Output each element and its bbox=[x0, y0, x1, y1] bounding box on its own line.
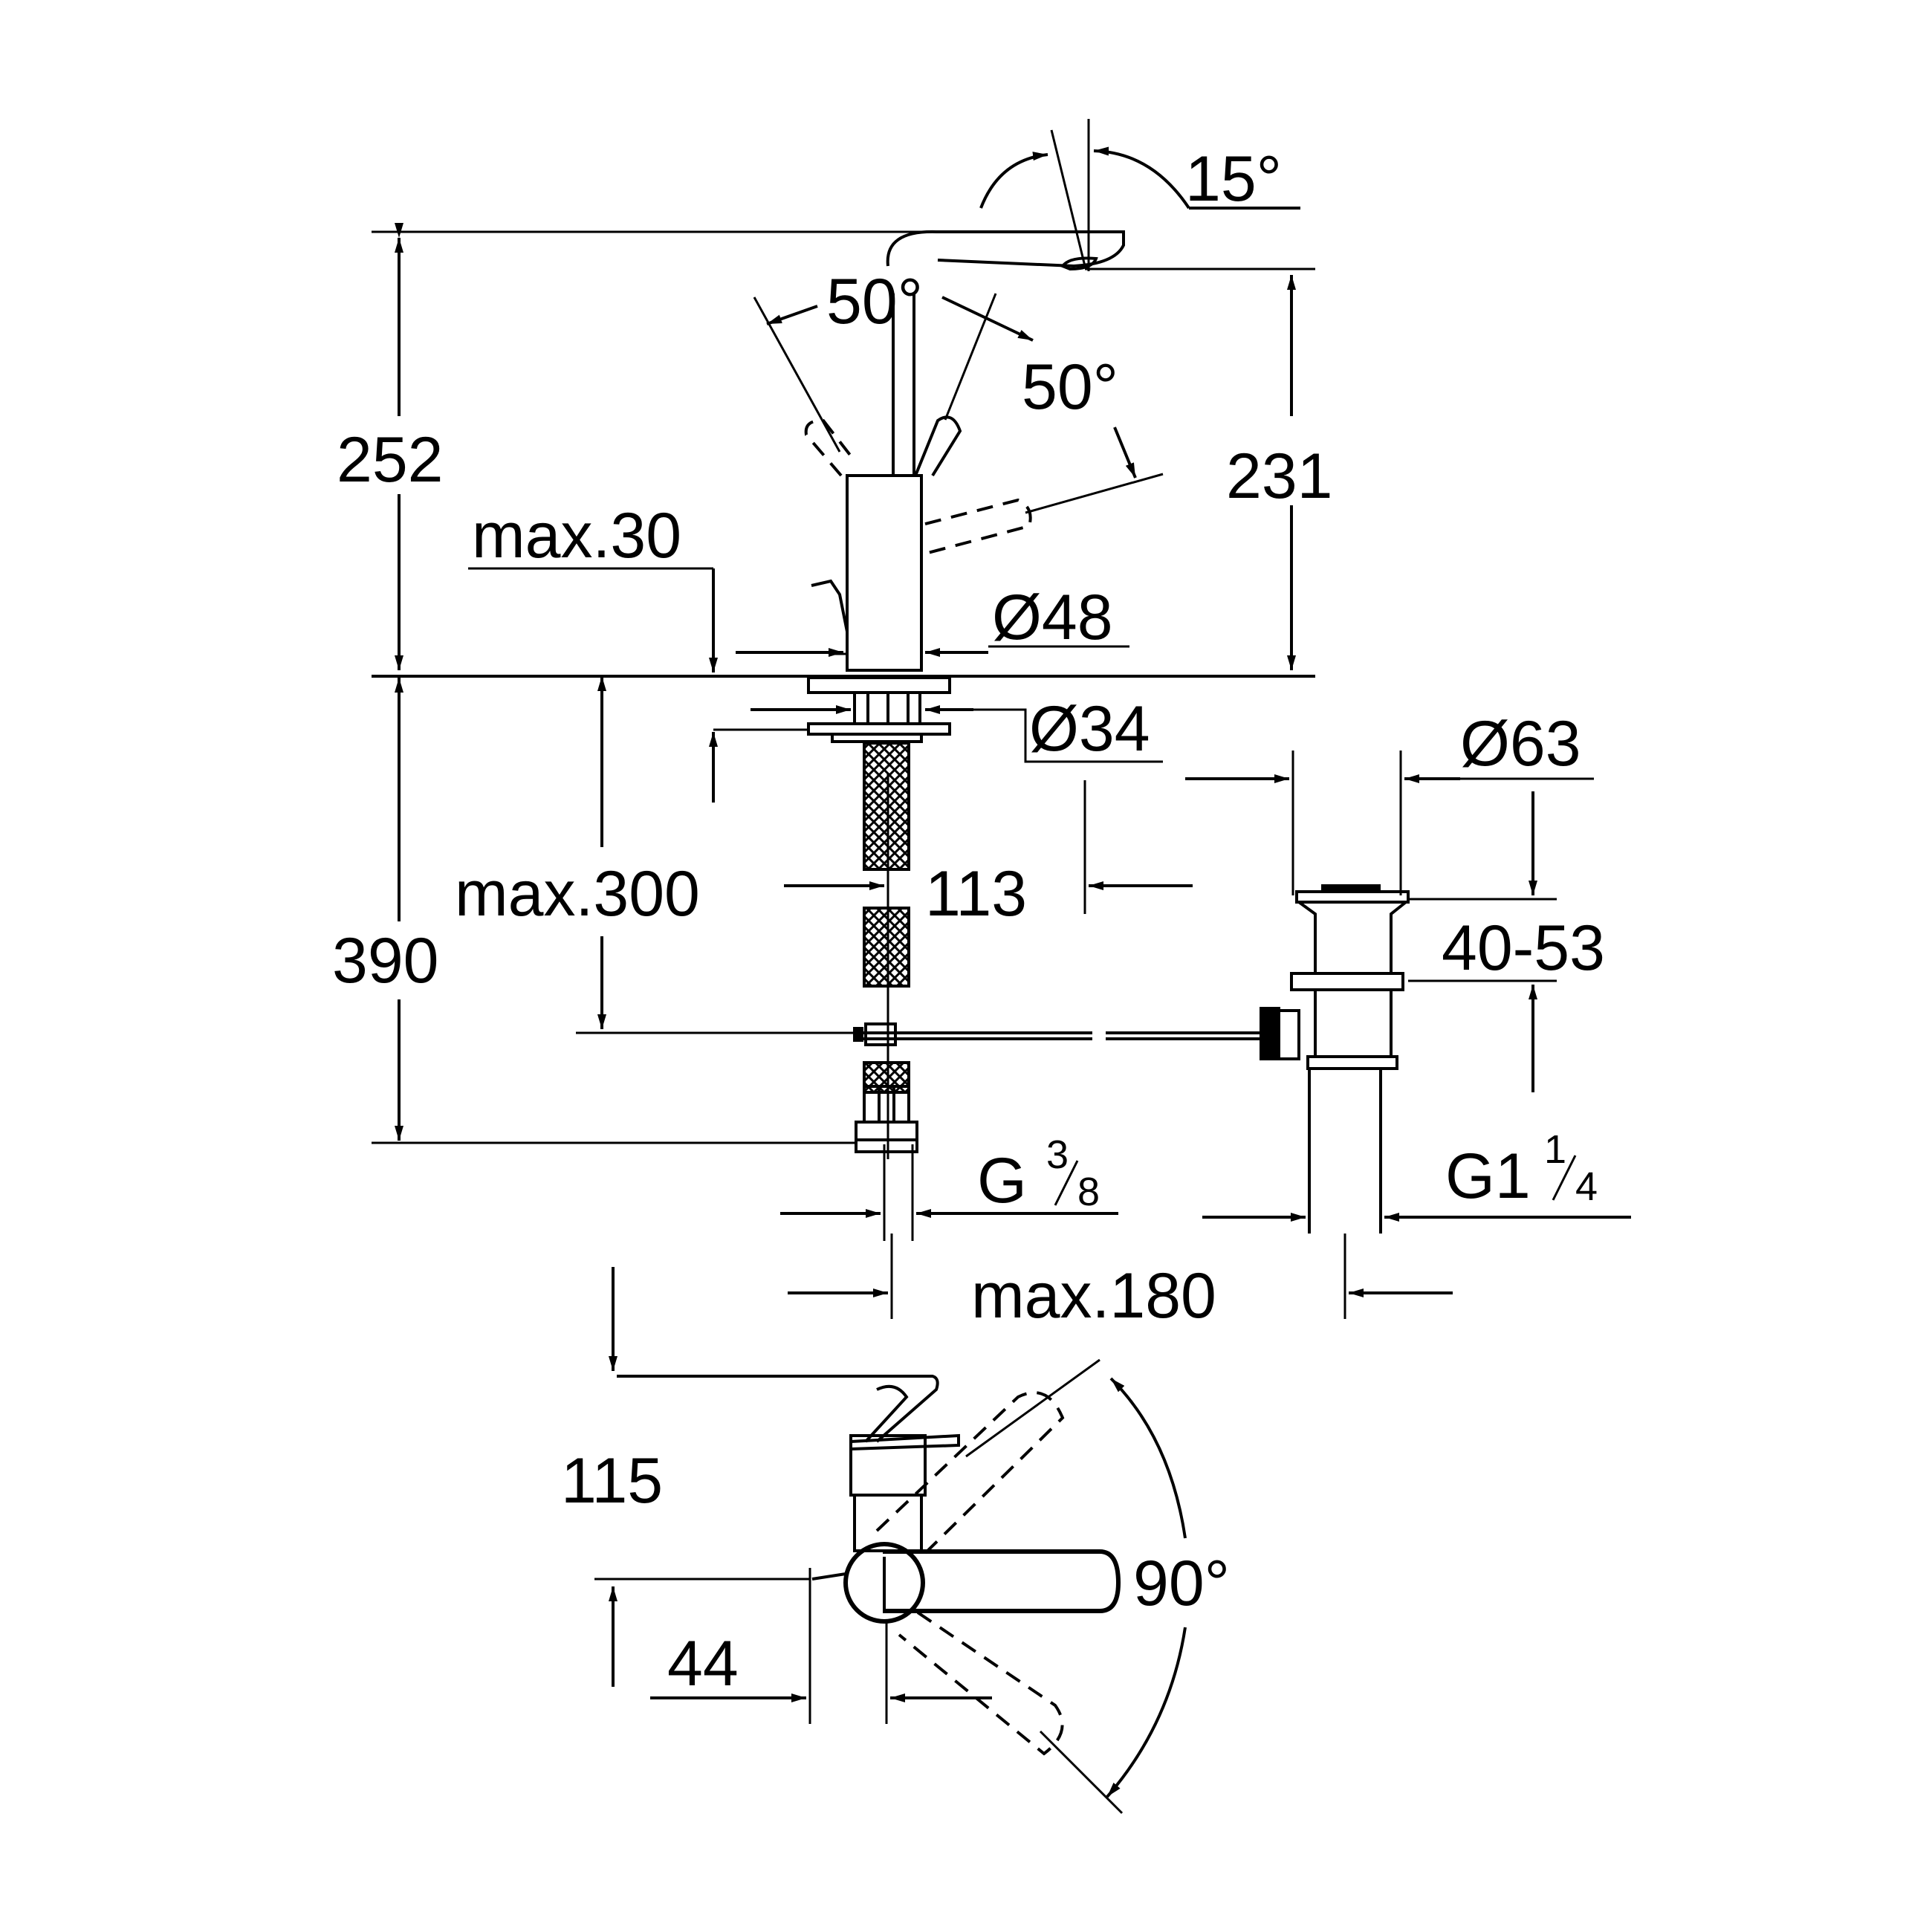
label-231: 231 bbox=[1226, 441, 1333, 512]
top-lever bbox=[883, 1549, 1121, 1613]
label-44: 44 bbox=[667, 1628, 739, 1699]
hose-upper bbox=[863, 742, 910, 871]
top-view bbox=[617, 1375, 1121, 1756]
label-max-300: max.300 bbox=[455, 858, 700, 930]
waste-fitting bbox=[1260, 884, 1410, 1234]
label-d48: Ø48 bbox=[992, 582, 1113, 653]
label-113: 113 bbox=[925, 858, 1027, 930]
label-390: 390 bbox=[332, 925, 439, 996]
label-d63: Ø63 bbox=[1460, 708, 1581, 779]
label-g38-den: 8 bbox=[1077, 1170, 1100, 1214]
hose-middle bbox=[863, 907, 910, 988]
label-max-30: max.30 bbox=[472, 500, 681, 571]
label-50-degrees-right: 50° bbox=[1022, 351, 1118, 423]
label-40-53: 40-53 bbox=[1442, 912, 1605, 984]
label-252: 252 bbox=[337, 424, 444, 496]
label-max-180: max.180 bbox=[971, 1260, 1216, 1332]
tap-body bbox=[846, 474, 923, 672]
label-g114: G1 bbox=[1445, 1141, 1531, 1212]
label-90-degrees: 90° bbox=[1133, 1548, 1230, 1619]
lever-dashed-left bbox=[804, 418, 856, 477]
labels: 15° 50° 50° 252 231 max.30 Ø48 Ø34 Ø63 m… bbox=[332, 143, 1605, 1699]
label-50-degrees-left: 50° bbox=[826, 266, 923, 337]
front-view bbox=[372, 230, 1410, 1234]
label-g114-den: 4 bbox=[1575, 1164, 1598, 1209]
label-15-degrees: 15° bbox=[1185, 143, 1282, 215]
label-g114-num: 1 bbox=[1544, 1127, 1566, 1172]
label-115: 115 bbox=[561, 1445, 663, 1517]
dimensions bbox=[372, 119, 1631, 1815]
lever-solid bbox=[914, 415, 962, 477]
spout-aerator bbox=[1060, 256, 1098, 271]
label-g38-num: 3 bbox=[1046, 1132, 1069, 1177]
lever-dashed-right bbox=[924, 498, 1032, 555]
label-g38: G bbox=[977, 1145, 1027, 1216]
label-d34: Ø34 bbox=[1029, 693, 1150, 765]
